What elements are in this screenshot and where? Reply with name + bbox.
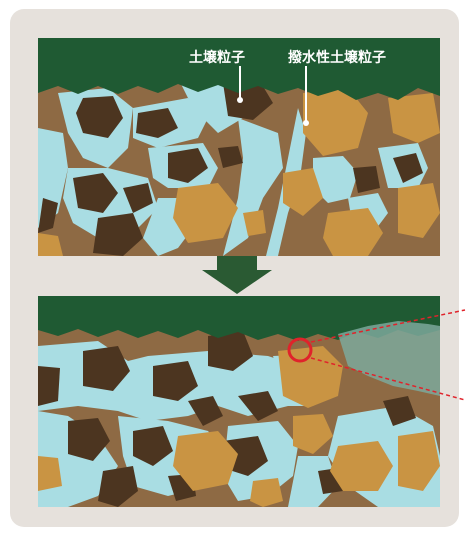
label-soil-particle: 土壌粒子 [189, 50, 245, 66]
label-hydrophobic-soil-particle: 撥水性土壌粒子 [288, 50, 386, 66]
hydrophobic-soil-particles [38, 88, 440, 256]
bottom-panel-soil-cross-section [38, 296, 440, 507]
leader-dot-soil [237, 97, 243, 103]
down-arrow-icon [202, 256, 272, 294]
top-soil-illustration [38, 38, 440, 256]
soil-particles [38, 331, 416, 507]
leader-dot-hydrophobic [303, 120, 309, 126]
top-panel-soil-cross-section [38, 38, 440, 256]
bottom-soil-illustration [38, 296, 440, 507]
